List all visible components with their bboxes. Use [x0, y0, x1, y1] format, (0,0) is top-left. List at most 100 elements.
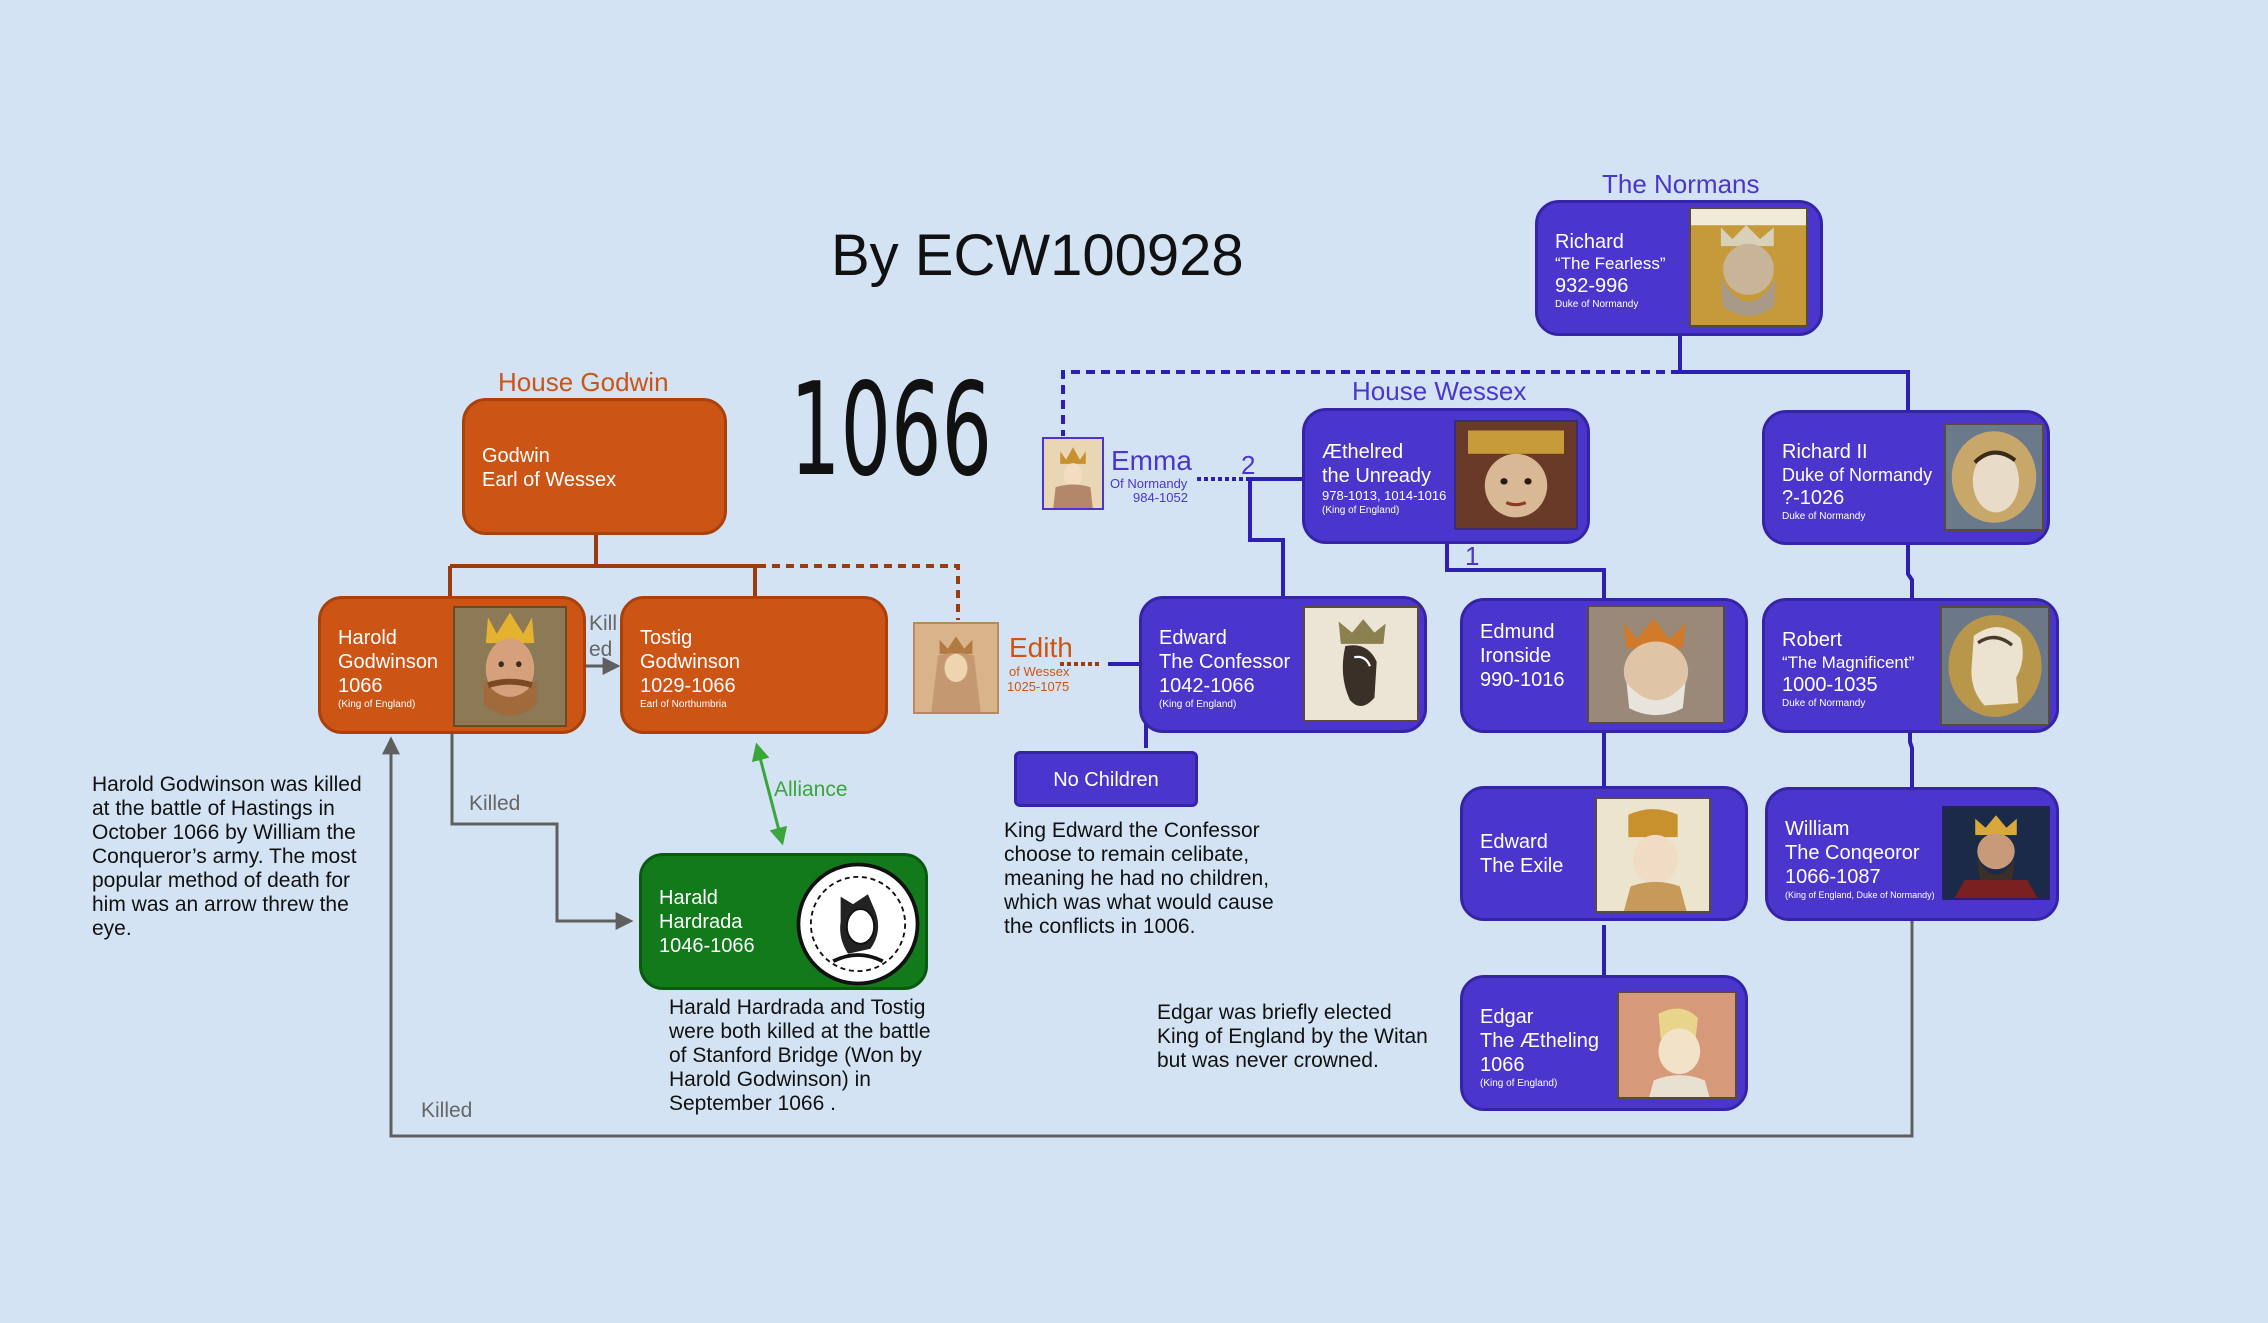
godwin-title: Earl of Wessex: [482, 469, 617, 491]
edgar-node[interactable]: Edgar The Ætheling 1066 (King of England…: [1460, 975, 1748, 1111]
confessor-dates: 1042-1066: [1159, 675, 1255, 697]
edith-of: of Wessex: [1009, 664, 1070, 679]
tostig-node[interactable]: Tostig Godwinson 1029-1066 Earl of North…: [620, 596, 888, 734]
killed-harold-label: Killed: [421, 1099, 473, 1122]
hardrada-node[interactable]: Harald Hardrada 1046-1066: [639, 853, 928, 990]
confessor-name: Edward: [1159, 627, 1227, 649]
aethelred-epithet: the Unready: [1322, 465, 1431, 487]
richard-dates: 932-996: [1555, 275, 1629, 297]
tostig-surname: Godwinson: [640, 651, 741, 673]
stanford-bridge-note: Harald Hardrada and Tostig were both kil…: [669, 996, 931, 1115]
tostig-name: Tostig: [640, 627, 693, 649]
author-title: By ECW100928: [831, 223, 1244, 288]
ironside-name: Edmund: [1480, 621, 1555, 643]
alliance-label: Alliance: [774, 778, 848, 801]
godwin-name: Godwin: [482, 445, 550, 467]
harold-node[interactable]: Harold Godwinson 1066 (King of England): [318, 596, 586, 734]
portrait-icon: [1587, 605, 1725, 724]
robert-node[interactable]: Robert “The Magnificent” 1000-1035 Duke …: [1762, 598, 2059, 733]
richard-epithet: “The Fearless”: [1555, 254, 1666, 273]
edgar-note: Edgar was briefly elected King of Englan…: [1157, 1001, 1428, 1072]
william-epithet: The Conqeoror: [1785, 842, 1920, 864]
edith-name: Edith: [1009, 632, 1073, 663]
richard-node[interactable]: Richard “The Fearless” 932-996 Duke of N…: [1535, 200, 1823, 336]
harold-name: Harold: [338, 627, 397, 649]
william-node[interactable]: William The Conqeoror 1066-1087 (King of…: [1765, 787, 2059, 921]
house-wessex-label: House Wessex: [1352, 376, 1527, 406]
richard2-node[interactable]: Richard II Duke of Normandy ?-1026 Duke …: [1762, 410, 2050, 545]
godwin-node[interactable]: Godwin Earl of Wessex: [462, 398, 727, 535]
aethelred-role: (King of England): [1322, 505, 1400, 516]
aethelred-dates: 978-1013, 1014-1016: [1322, 488, 1447, 503]
portrait-icon: [1595, 797, 1711, 913]
portrait-icon: [913, 622, 999, 714]
aethelred-node[interactable]: Æthelred the Unready 978-1013, 1014-1016…: [1302, 408, 1590, 544]
portrait-icon: [1944, 423, 2044, 531]
robert-dates: 1000-1035: [1782, 674, 1878, 696]
house-godwin-label: House Godwin: [498, 367, 669, 397]
edgar-epithet: The Ætheling: [1480, 1030, 1599, 1052]
hardrada-surname: Hardrada: [659, 911, 743, 933]
william-dates: 1066-1087: [1785, 866, 1881, 888]
exile-epithet: The Exile: [1480, 855, 1564, 877]
richard2-role: Duke of Normandy: [1782, 511, 1866, 522]
richard2-dates: ?-1026: [1782, 487, 1845, 509]
coin-portrait-icon: [796, 862, 920, 986]
confessor-note: King Edward the Confessor choose to rema…: [1004, 819, 1274, 938]
harold-death-note: Harold Godwinson was killed at the battl…: [92, 773, 362, 940]
confessor-node[interactable]: Edward The Confessor 1042-1066 (King of …: [1139, 596, 1427, 733]
exile-name: Edward: [1480, 831, 1548, 853]
robert-epithet: “The Magnificent”: [1782, 653, 1915, 672]
no-children-node[interactable]: No Children: [1014, 751, 1198, 807]
year-label: 1066: [790, 356, 992, 505]
killed-hardrada-label: Killed: [469, 792, 521, 815]
tostig-role: Earl of Northumbria: [640, 699, 727, 710]
marriage-number-2: 2: [1241, 450, 1256, 480]
portrait-icon: [1042, 437, 1104, 510]
ironside-dates: 990-1016: [1480, 669, 1565, 691]
richard2-name: Richard II: [1782, 441, 1868, 463]
harold-dates: 1066: [338, 675, 383, 697]
portrait-icon: [1689, 207, 1808, 327]
confessor-role: (King of England): [1159, 699, 1237, 710]
richard2-title: Duke of Normandy: [1782, 465, 1933, 485]
edgar-role: (King of England): [1480, 1078, 1558, 1089]
emma-name: Emma: [1111, 445, 1192, 476]
robert-name: Robert: [1782, 629, 1843, 651]
harold-role: (King of England): [338, 699, 416, 710]
tostig-dates: 1029-1066: [640, 675, 736, 697]
william-role: (King of England, Duke of Normandy): [1785, 890, 1935, 900]
alliance-arrow: [751, 742, 788, 846]
killed-tostig-label: Kill ed: [589, 612, 618, 661]
portrait-icon: [1303, 606, 1419, 722]
ironside-epithet: Ironside: [1480, 645, 1552, 667]
emma-dates: 984-1052: [1133, 490, 1188, 505]
godwin-family-lines: [448, 535, 1100, 666]
aethelred-name: Æthelred: [1322, 441, 1404, 463]
edith-dates: 1025-1075: [1007, 679, 1070, 694]
killed-arrows: [382, 657, 1914, 1138]
edgar-name: Edgar: [1480, 1006, 1534, 1028]
richard-name: Richard: [1555, 231, 1624, 253]
portrait-icon: [1940, 606, 2050, 726]
edgar-dates: 1066: [1480, 1054, 1525, 1076]
ironside-node[interactable]: Edmund Ironside 990-1016: [1460, 598, 1748, 733]
portrait-icon: [1454, 420, 1578, 530]
hardrada-dates: 1046-1066: [659, 935, 755, 957]
no-children-label: No Children: [1053, 769, 1159, 791]
emma-of: Of Normandy: [1110, 476, 1188, 491]
harold-surname: Godwinson: [338, 651, 439, 673]
portrait-icon: [1617, 991, 1737, 1099]
robert-role: Duke of Normandy: [1782, 698, 1866, 709]
wessex-normans-lines: [1061, 336, 1914, 975]
william-name: William: [1785, 818, 1850, 840]
normans-label: The Normans: [1602, 169, 1760, 199]
hardrada-name: Harald: [659, 887, 718, 909]
portrait-icon: [1942, 806, 2050, 900]
exile-node[interactable]: Edward The Exile: [1460, 786, 1748, 921]
marriage-number-1: 1: [1465, 541, 1480, 571]
confessor-epithet: The Confessor: [1159, 651, 1291, 673]
richard-role: Duke of Normandy: [1555, 299, 1639, 310]
portrait-icon: [453, 606, 567, 727]
